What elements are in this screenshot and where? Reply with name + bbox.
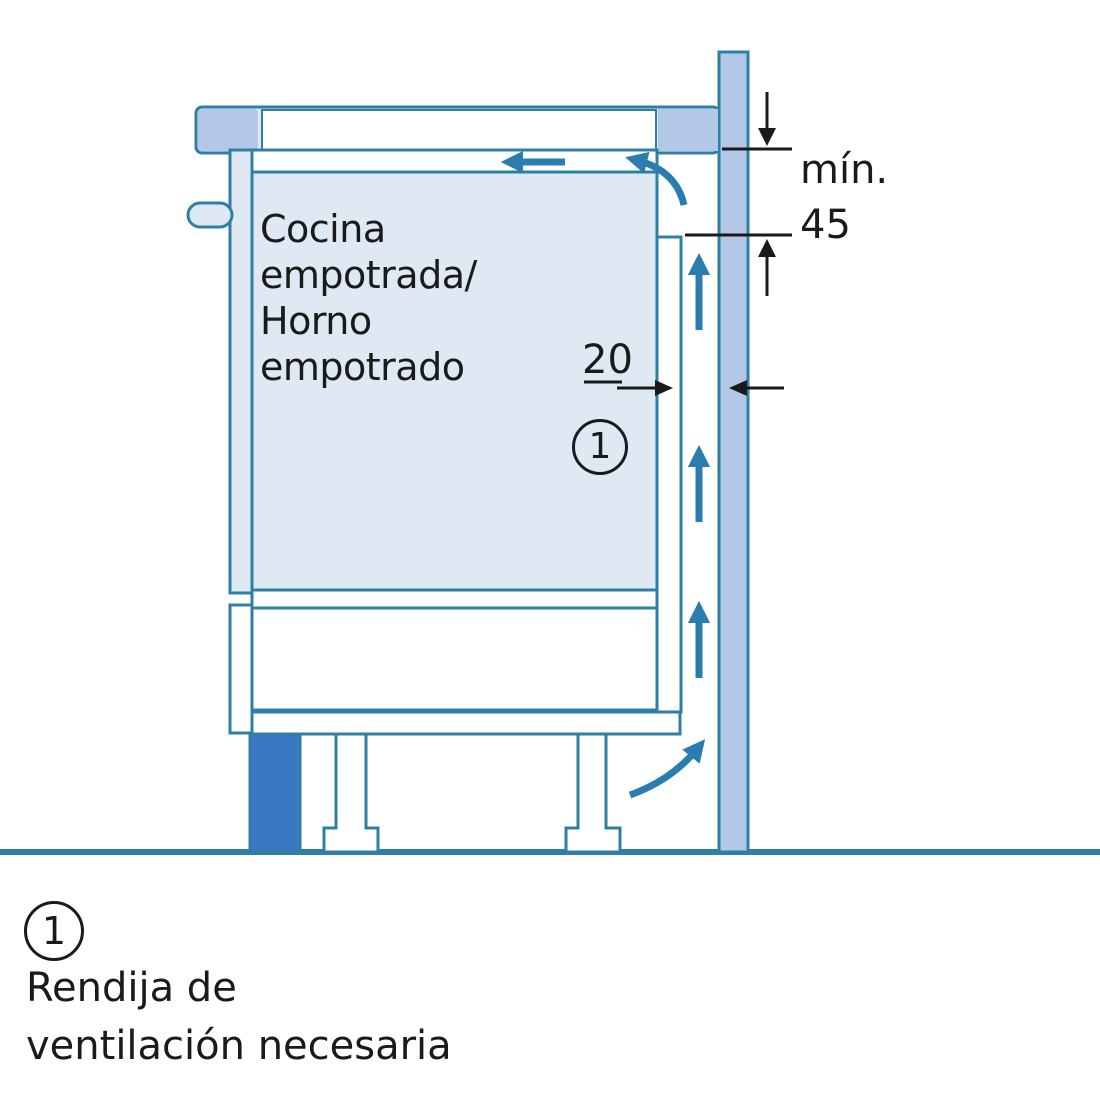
cabinet-back-panel	[655, 235, 683, 714]
top-gap-min-label: mín.	[800, 147, 889, 193]
wall	[717, 50, 750, 854]
dimension-arrow-icon	[758, 128, 776, 146]
appliance-label-line-2: empotrada/	[260, 253, 477, 297]
drawer	[250, 606, 659, 712]
dimension-arrow-icon	[729, 380, 747, 396]
legend-text-line-2: ventilación necesaria	[26, 1023, 452, 1069]
plinth	[248, 732, 302, 854]
airflow-arrow-icon	[628, 739, 706, 799]
dimension-arrow-icon	[758, 239, 776, 257]
appliance-label-line-4: empotrado	[260, 345, 465, 389]
legend-marker: 1	[24, 901, 84, 961]
dimension-arrow-icon	[655, 380, 673, 396]
airflow-arrow-icon	[625, 151, 688, 206]
base	[248, 732, 622, 854]
worktop	[194, 105, 721, 155]
airflow	[500, 150, 711, 799]
foot-right	[564, 732, 622, 854]
top-gap-value: 45	[800, 202, 851, 248]
legend-text-line-1: Rendija de	[26, 965, 237, 1011]
side-gap-value: 20	[582, 337, 633, 383]
ventilation-marker: 1	[572, 419, 628, 475]
appliance-label-line-3: Horno	[260, 299, 372, 343]
appliance-label-line-1: Cocina	[260, 207, 386, 251]
cabinet	[186, 148, 683, 736]
dimension-lines	[584, 92, 792, 396]
foot-left	[322, 732, 380, 854]
